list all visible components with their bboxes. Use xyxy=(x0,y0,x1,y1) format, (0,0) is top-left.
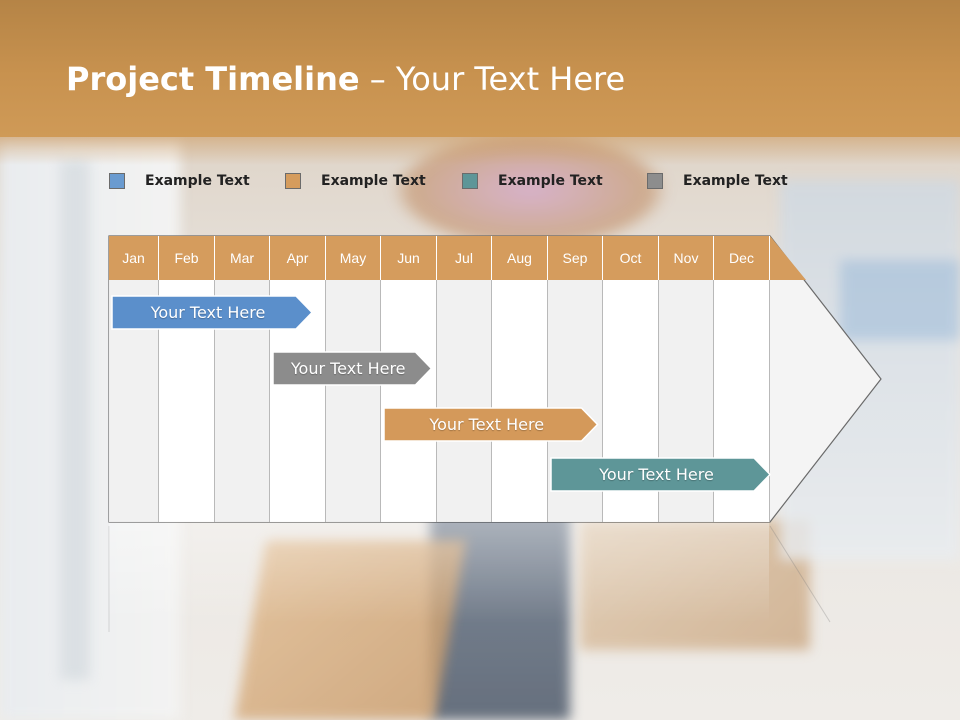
month-label-may: May xyxy=(326,236,381,280)
legend-swatch xyxy=(462,173,478,189)
legend-swatch xyxy=(647,173,663,189)
slide-title-rest: – Your Text Here xyxy=(359,60,626,98)
month-label-dec: Dec xyxy=(714,236,770,280)
legend-label: Example Text xyxy=(683,173,788,189)
task-bar[interactable] xyxy=(383,407,599,442)
task-bar-label: Your Text Here xyxy=(290,359,406,378)
reflection-line xyxy=(769,525,831,623)
month-column xyxy=(381,280,437,522)
month-label-feb: Feb xyxy=(159,236,215,280)
task-bar-label: Your Text Here xyxy=(150,303,266,322)
task-bar-label: Your Text Here xyxy=(599,465,714,484)
task-bar-label: Your Text Here xyxy=(429,415,545,434)
legend-label: Example Text xyxy=(321,173,426,189)
task-bar[interactable] xyxy=(272,351,433,386)
month-label-jul: Jul xyxy=(437,236,492,280)
month-label-nov: Nov xyxy=(659,236,714,280)
month-label-jun: Jun xyxy=(381,236,437,280)
legend-item: Example Text xyxy=(109,170,250,192)
month-column xyxy=(437,280,492,522)
slide-title-bold: Project Timeline xyxy=(66,60,360,98)
legend-item: Example Text xyxy=(462,170,603,192)
month-column xyxy=(492,280,548,522)
month-column xyxy=(326,280,381,522)
arrow-header-tip xyxy=(770,236,806,280)
month-label-apr: Apr xyxy=(270,236,326,280)
legend-swatch xyxy=(285,173,301,189)
legend-label: Example Text xyxy=(498,173,603,189)
slide-title: Project Timeline – Your Text Here xyxy=(66,60,625,98)
legend-item: Example Text xyxy=(647,170,788,192)
month-label-aug: Aug xyxy=(492,236,548,280)
month-label-sep: Sep xyxy=(548,236,603,280)
month-label-mar: Mar xyxy=(215,236,270,280)
legend-item: Example Text xyxy=(285,170,426,192)
title-bar: Project Timeline – Your Text Here xyxy=(0,0,960,137)
legend-label: Example Text xyxy=(145,173,250,189)
legend-swatch xyxy=(109,173,125,189)
month-label-oct: Oct xyxy=(603,236,659,280)
task-bar[interactable] xyxy=(550,457,772,492)
header-fade xyxy=(0,137,960,165)
month-label-jan: Jan xyxy=(109,236,159,280)
task-bar[interactable] xyxy=(111,295,314,330)
timeline-reflection xyxy=(109,523,769,623)
